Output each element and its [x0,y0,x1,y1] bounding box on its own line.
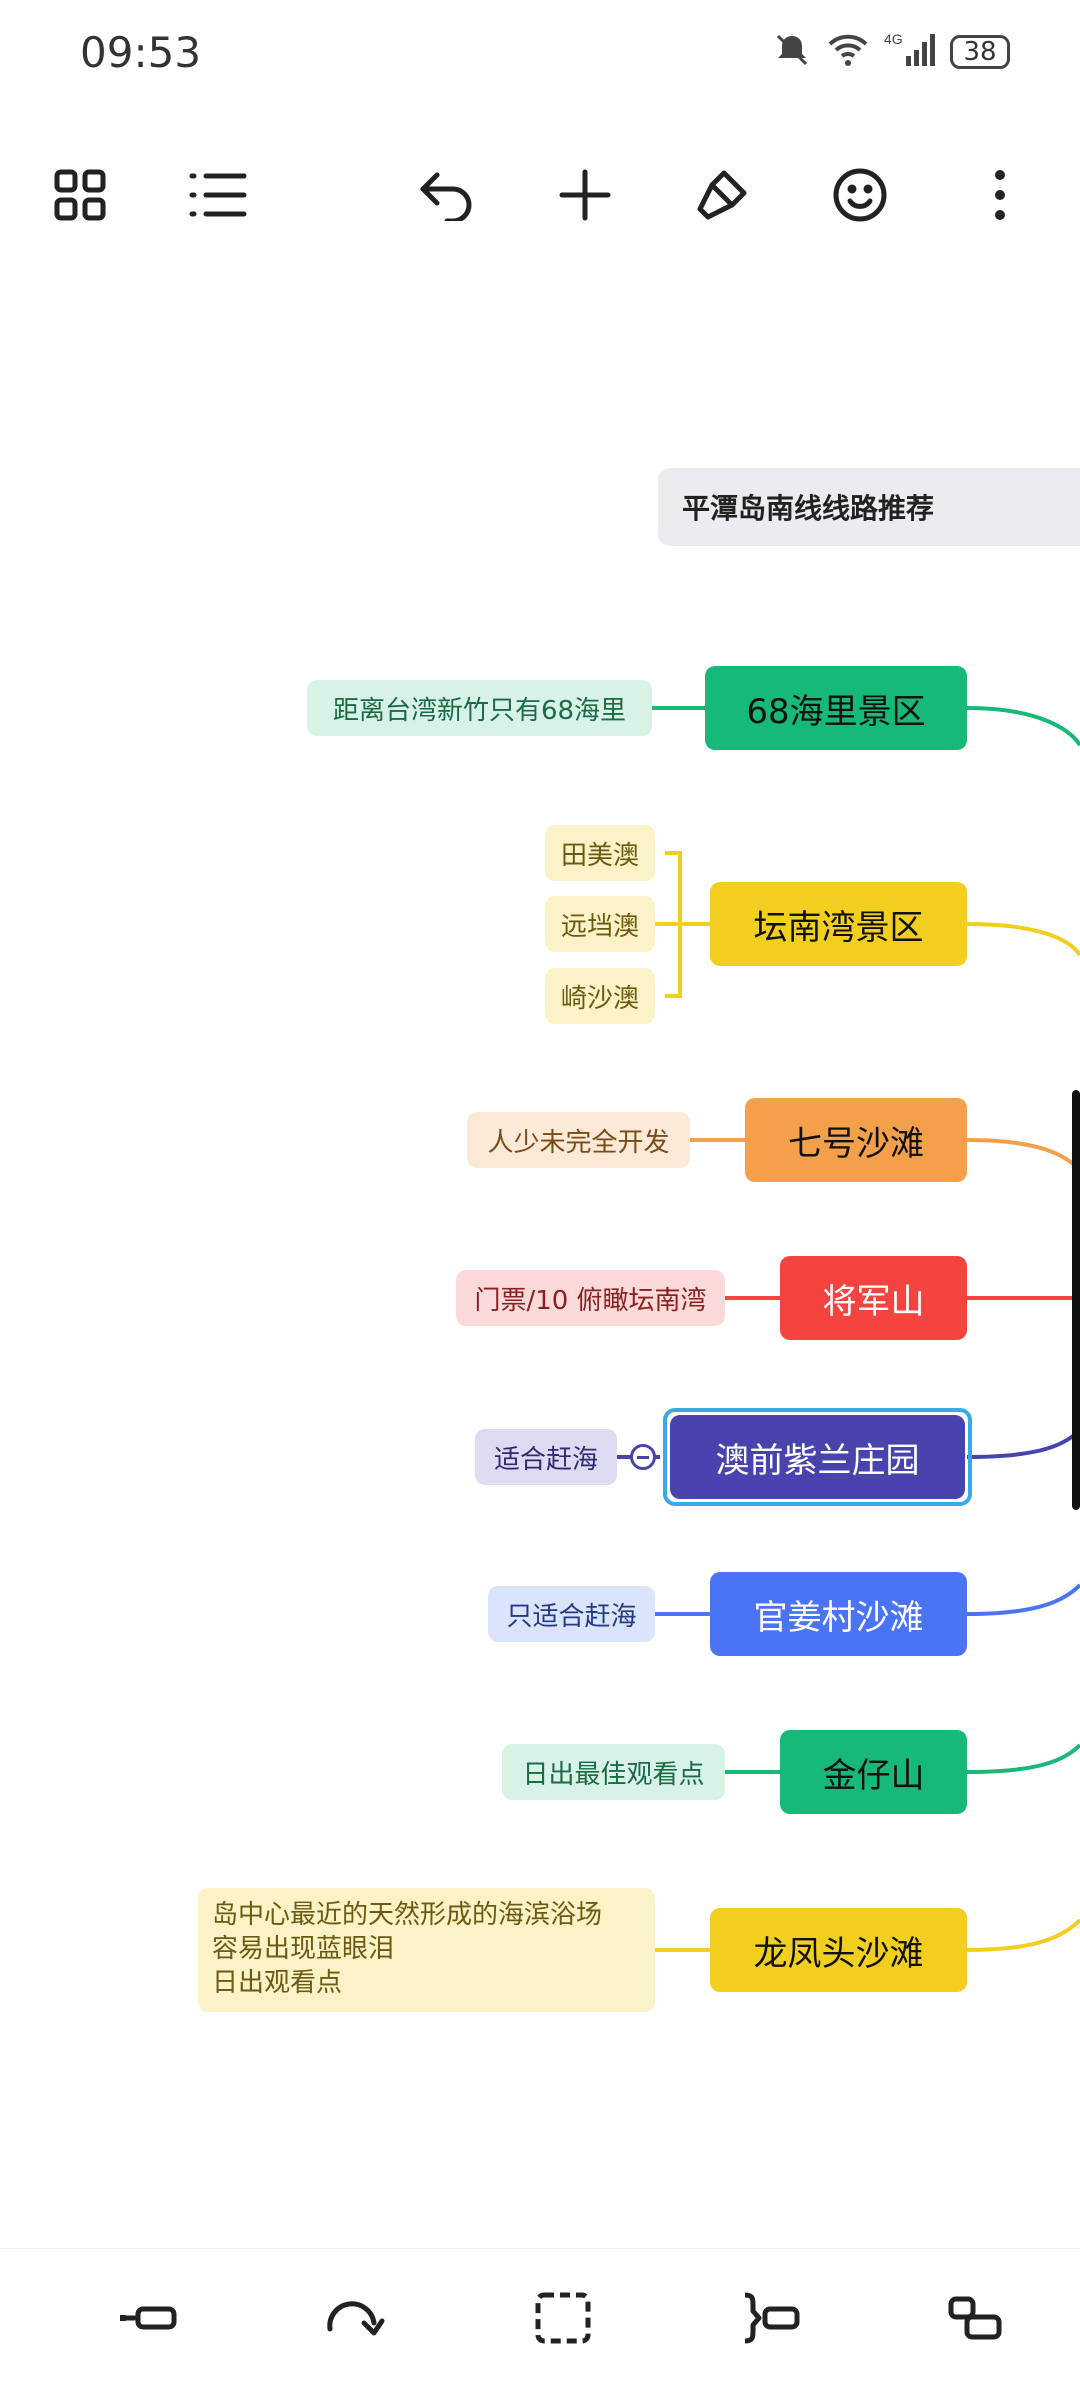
status-icons: 4G 38 [772,28,1010,76]
node-68-haili[interactable]: 68海里景区 [705,666,967,750]
select-box-icon[interactable] [518,2273,608,2363]
node-jiangjun-mountain[interactable]: 将军山 [780,1256,967,1340]
note-best-sunrise[interactable]: 日出最佳观看点 [502,1744,725,1800]
note-line-1: 岛中心最近的天然形成的海滨浴场 [212,1900,603,1930]
note-qisha-ao[interactable]: 崎沙澳 [545,968,655,1024]
node-jinzai-mountain[interactable]: 金仔山 [780,1730,967,1814]
battery-icon: 38 [950,35,1010,69]
format-brush-icon[interactable] [677,150,767,240]
node-guanjiang-village-beach[interactable]: 官姜村沙滩 [710,1572,967,1656]
emoji-icon[interactable] [815,150,905,240]
undo-icon[interactable] [402,150,492,240]
note-only-tidepooling[interactable]: 只适合赶海 [488,1586,655,1642]
node-no7-beach[interactable]: 七号沙滩 [745,1098,967,1182]
mindmap-title[interactable]: 平潭岛南线线路推荐 [658,468,1080,546]
status-time: 09:53 [80,28,202,77]
note-ticket-overlook[interactable]: 门票/10 俯瞰坛南湾 [456,1270,725,1326]
note-longfengtou-details[interactable]: 岛中心最近的天然形成的海滨浴场 容易出现蓝眼泪 日出观看点 [198,1888,655,2012]
svg-text:4G: 4G [884,31,903,47]
grid-icon[interactable] [35,150,125,240]
wifi-icon [826,30,870,74]
outline-list-icon[interactable] [173,150,263,240]
bottom-toolbar [0,2248,1080,2391]
note-good-for-tidepooling[interactable]: 适合赶海 [475,1429,617,1485]
note-distance-taiwan[interactable]: 距离台湾新竹只有68海里 [307,680,652,736]
note-yuandang-ao[interactable]: 远垱澳 [545,896,655,952]
selection-outline [663,1408,972,1506]
mute-icon [772,30,812,74]
note-line-3: 日出观看点 [212,1968,343,1998]
collapse-toggle-icon[interactable] [630,1444,656,1470]
note-tianmei-ao[interactable]: 田美澳 [545,825,655,881]
add-icon[interactable] [540,150,630,240]
redo-connector-icon[interactable] [310,2273,400,2363]
summary-bracket-icon[interactable] [725,2273,815,2363]
note-line-2: 容易出现蓝眼泪 [212,1934,395,1964]
more-icon[interactable] [955,150,1045,240]
insert-sibling-icon[interactable] [103,2273,193,2363]
relationship-icon[interactable] [930,2273,1020,2363]
note-few-people[interactable]: 人少未完全开发 [467,1112,690,1168]
node-aoqian-lavender-manor[interactable]: 澳前紫兰庄园 [670,1415,965,1499]
node-longfengtou-beach[interactable]: 龙凤头沙滩 [710,1908,967,1992]
cellular-signal-icon: 4G [884,30,936,74]
node-tannan-bay[interactable]: 坛南湾景区 [710,882,967,966]
